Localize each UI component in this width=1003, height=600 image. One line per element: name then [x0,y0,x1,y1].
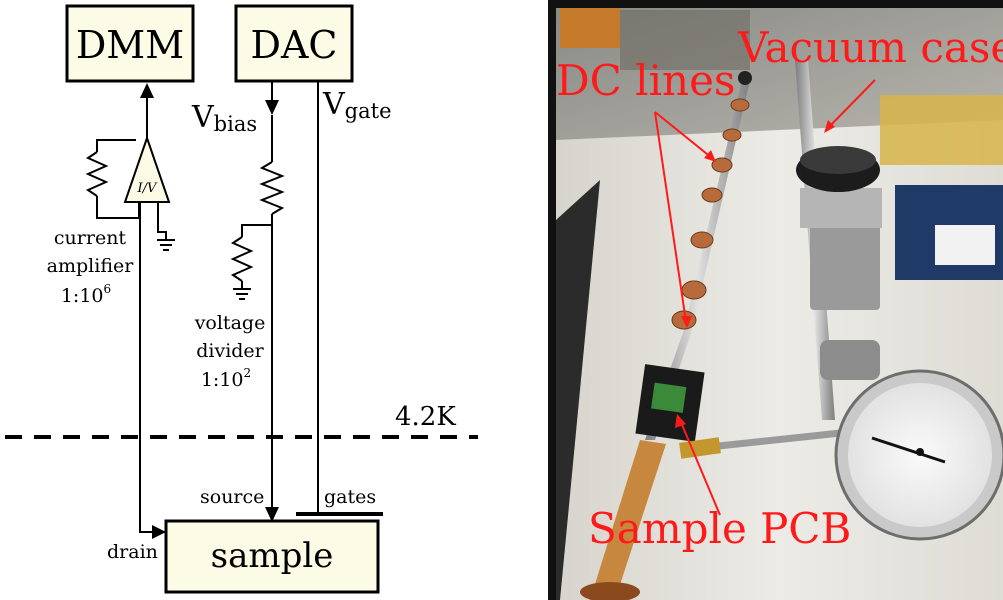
drain-arrow [152,525,166,539]
dmm-arrow [140,83,154,98]
circuit-schematic [5,4,478,594]
setup-photo: DC lines Vacuum case Sample PCB [548,0,1003,600]
bias-resistor [259,161,285,215]
current-amp-ratio: 1:106 [61,282,111,307]
feedback-wire-top [96,139,136,152]
dac-box [234,4,354,83]
arrow-vacuum-case [827,79,876,129]
sample-pcb-label: Sample PCB [588,504,851,553]
iv-amplifier [123,134,171,203]
dac-label: DAC [251,23,338,67]
valve-knob-top [800,146,876,174]
valve-block [800,188,882,228]
dmm-label: DMM [76,23,184,67]
voltage-divider-ratio: 1:102 [201,366,251,391]
amp-ground-wire [157,202,167,240]
divider-branch [241,224,272,237]
chair [560,8,620,48]
annotation-arrows [654,79,876,516]
vgate-label: Vgate [322,87,392,123]
drain-label: drain [107,541,158,563]
pcb-chip [651,382,687,413]
feedback-resistor [85,151,109,197]
iv-symbol: I/V [137,181,159,196]
shelf-clutter [620,10,750,70]
gauge-pipe [699,428,851,452]
dc-lines-label: DC lines [556,56,735,105]
sample-box [164,519,380,594]
rod-knob [738,71,752,85]
table-edge [556,180,600,600]
gates-label: gates [324,486,376,508]
drain-wire [139,202,155,533]
temperature-label: 4.2K [395,402,456,432]
voltage-divider-line2: divider [196,340,264,362]
arrow-dc-lines-2 [654,111,687,323]
sample-label: sample [211,536,334,576]
gauge-needle [871,436,946,464]
vbias-label: Vbias [191,100,257,136]
vbias-arrow [265,100,279,115]
photo-labels: DC lines Vacuum case Sample PCB [556,23,1003,553]
arrow-sample-pcb [679,419,721,516]
coil [580,582,640,600]
current-amp-line1: current [54,227,127,249]
paper-tag [935,225,995,265]
gauge-hub [916,448,924,456]
source-label: source [200,486,264,508]
clamp [820,340,880,380]
source-arrow [265,507,279,522]
parts-box-top [880,95,1003,165]
rod-connectors [671,98,750,330]
current-amp-line2: amplifier [47,255,135,277]
voltage-divider-line1: voltage [194,312,266,334]
dmm-box [65,4,195,83]
divider-resistor [230,236,254,282]
circuit-labels: DMM DAC Vbias Vgate I/V current amplifie… [47,23,457,576]
vacuum-case-label: Vacuum case [737,23,1003,72]
arrow-dc-lines-1 [654,111,713,159]
ribbon-cable [590,440,666,600]
